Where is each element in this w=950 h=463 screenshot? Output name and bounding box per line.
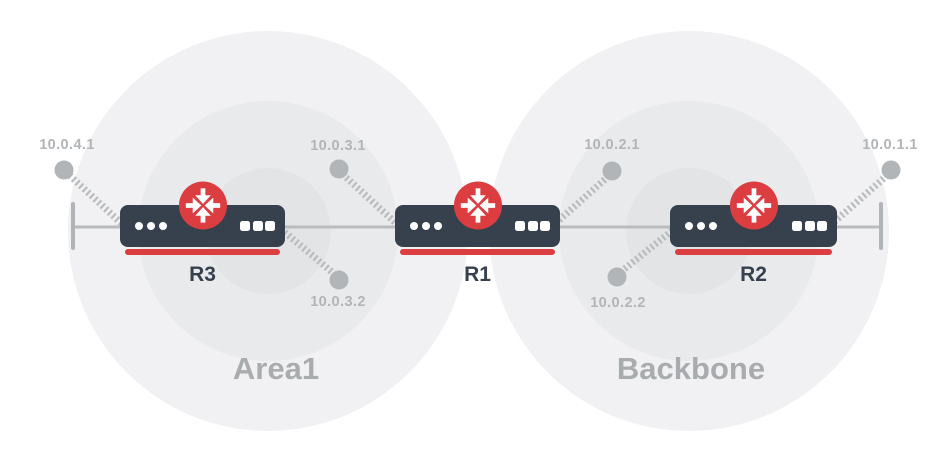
router-label-r1: R1 [464, 263, 491, 286]
ip-label-10-0-2-1: 10.0.2.1 [584, 137, 640, 153]
router-led-lights [685, 222, 717, 230]
port-square [817, 221, 827, 231]
router-crossed-arrows-icon [178, 180, 227, 230]
led-dot [410, 222, 418, 230]
router-node-r2: R2 [670, 180, 837, 285]
connector-10-0-3-1 [336, 168, 402, 229]
port-square [252, 221, 263, 231]
ip-label-10-0-3-1: 10.0.3.1 [310, 138, 366, 154]
router-crossed-arrows-icon [729, 180, 778, 230]
port-square [540, 221, 550, 231]
led-dot [709, 222, 717, 230]
area-label-area1: Area1 [232, 351, 320, 386]
port-square [792, 221, 802, 231]
port-square [240, 221, 250, 231]
node-dot-10-0-3-1 [329, 159, 349, 179]
port-square [515, 221, 525, 231]
interface-connectors [63, 168, 894, 281]
led-dot [147, 222, 155, 230]
interface-node-dots [54, 159, 901, 290]
led-dot [434, 222, 442, 230]
router-crossed-arrows-icon [453, 180, 502, 230]
port-square [265, 221, 275, 231]
node-dot-10-0-2-2 [607, 267, 627, 287]
led-dot [422, 222, 430, 230]
router-accent-underline [675, 249, 832, 255]
router-ports [515, 221, 550, 231]
node-dot-10-0-4-1 [54, 160, 74, 180]
led-dot [159, 222, 167, 230]
router-accent-underline [125, 249, 280, 255]
ip-label-10-0-3-2: 10.0.3.2 [310, 294, 366, 310]
area-label-backbone: Backbone [616, 351, 766, 386]
ip-label-10-0-1-1: 10.0.1.1 [862, 137, 918, 153]
router-node-r1: R1 [395, 180, 560, 285]
router-node-r3: R3 [120, 180, 285, 285]
port-square [804, 221, 815, 231]
led-dot [697, 222, 705, 230]
router-label-r2: R2 [740, 263, 767, 286]
port-square [527, 221, 538, 231]
router-led-lights [410, 222, 442, 230]
router-accent-underline [400, 249, 555, 255]
node-dot-10-0-1-1 [881, 160, 901, 180]
led-dot [135, 222, 143, 230]
router-label-r3: R3 [189, 263, 216, 286]
ip-label-10-0-4-1: 10.0.4.1 [39, 137, 95, 153]
led-dot [685, 222, 693, 230]
router-ports [792, 221, 827, 231]
node-dot-10-0-2-1 [602, 161, 622, 181]
router-ports [240, 221, 275, 231]
connector-10-0-1-1 [830, 169, 894, 226]
ip-label-10-0-2-2: 10.0.2.2 [590, 295, 646, 311]
router-led-lights [135, 222, 167, 230]
node-dot-10-0-3-2 [329, 270, 349, 290]
